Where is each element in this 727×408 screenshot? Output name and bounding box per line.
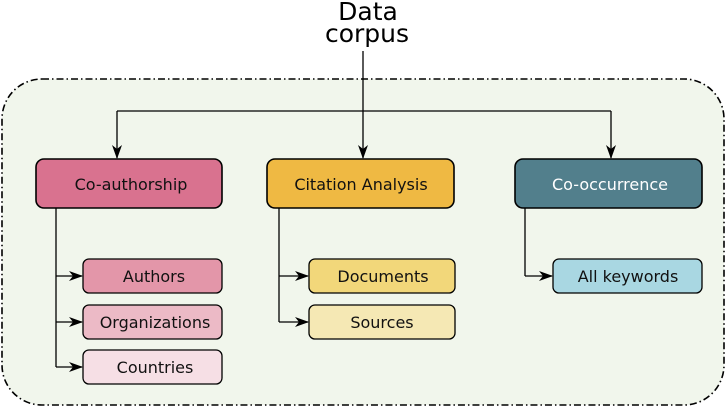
documents-box bbox=[308, 258, 456, 294]
authors-box bbox=[82, 258, 223, 294]
organizations-label: Organizations bbox=[100, 313, 211, 332]
title-line-1: Data bbox=[338, 0, 398, 26]
co-occurrence-label: Co-occurrence bbox=[552, 175, 668, 194]
countries-label: Countries bbox=[117, 358, 194, 377]
co-authorship-label: Co-authorship bbox=[75, 175, 188, 194]
co-authorship-box bbox=[35, 158, 223, 209]
group-co-authorship: Co-authorship Authors Organizations Coun… bbox=[35, 158, 223, 385]
sources-label: Sources bbox=[350, 313, 413, 332]
group-co-occurrence: Co-occurrence All keywords bbox=[514, 158, 703, 294]
co-occurrence-box bbox=[514, 158, 703, 209]
documents-label: Documents bbox=[337, 267, 428, 286]
citation-analysis-box bbox=[266, 158, 455, 209]
citation-analysis-label: Citation Analysis bbox=[294, 175, 427, 194]
authors-label: Authors bbox=[123, 267, 185, 286]
organizations-box bbox=[82, 304, 223, 340]
countries-box bbox=[82, 349, 223, 385]
sources-box bbox=[308, 304, 456, 340]
title-line-2: corpus bbox=[325, 19, 409, 48]
group-citation-analysis: Citation Analysis Documents Sources bbox=[266, 158, 456, 340]
all-keywords-label: All keywords bbox=[578, 267, 679, 286]
all-keywords-box bbox=[552, 258, 703, 294]
